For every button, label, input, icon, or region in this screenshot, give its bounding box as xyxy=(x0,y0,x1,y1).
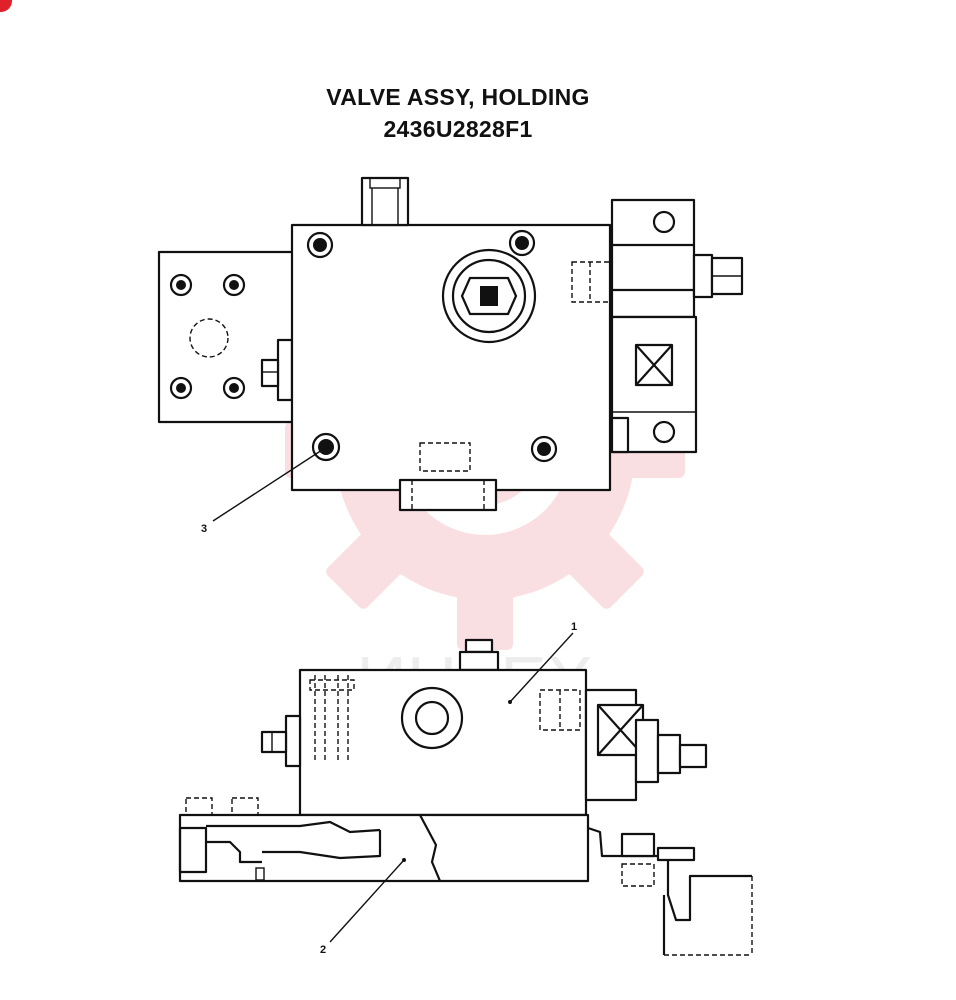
mounting-bolts xyxy=(306,229,558,463)
valve-body-side xyxy=(298,668,588,817)
part-number: 2436U2828F1 xyxy=(383,116,533,142)
side-view xyxy=(178,632,753,956)
top-view xyxy=(157,176,744,522)
callout-1: 1 xyxy=(571,621,578,633)
callout-2: 2 xyxy=(320,944,327,956)
callout-3: 3 xyxy=(201,523,208,535)
diagram-title: VALVE ASSY, HOLDING xyxy=(326,84,590,110)
